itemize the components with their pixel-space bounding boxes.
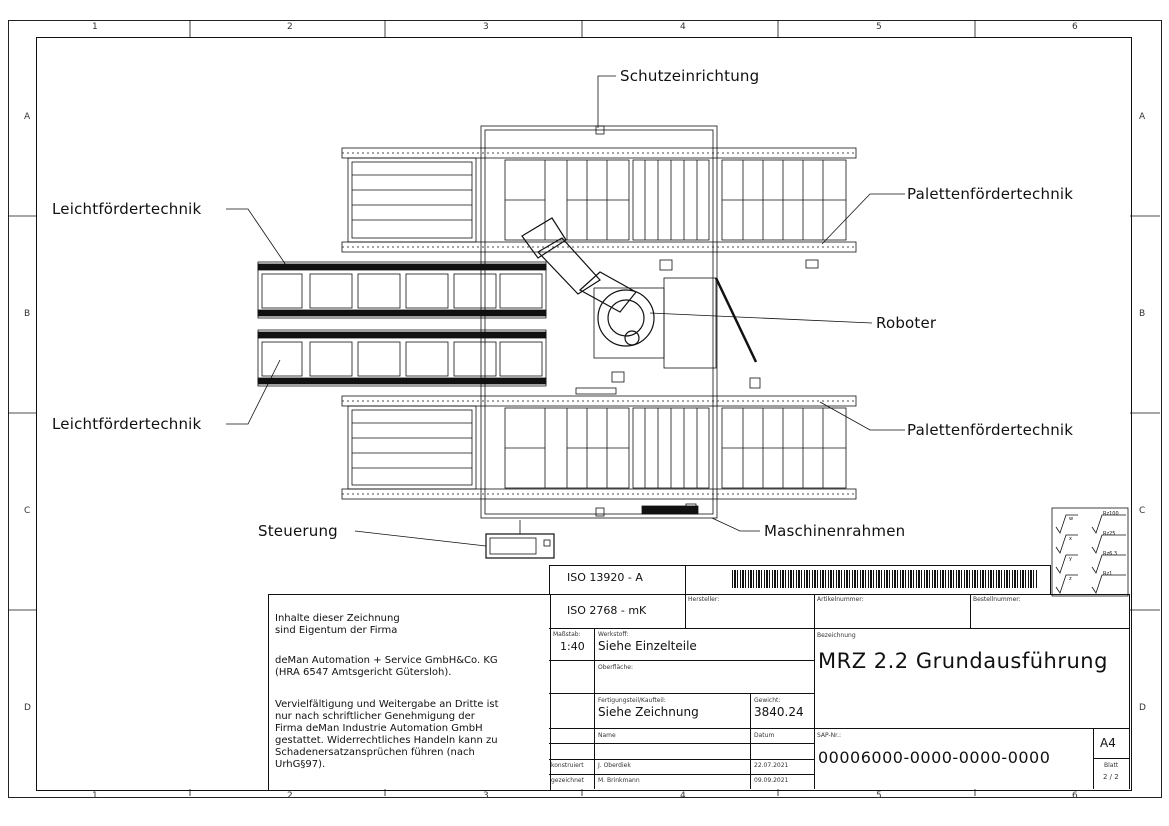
hersteller-label: Hersteller:: [688, 596, 720, 603]
massstab-label: Maßstab:: [553, 631, 581, 638]
label-light-conveyor-bottom: Leichtfördertechnik: [52, 415, 202, 433]
gezeichnet-name: M. Brinkmann: [598, 777, 640, 784]
bestellnummer-label: Bestellnummer:: [973, 596, 1021, 603]
surface-value-z: Rz1: [1103, 571, 1113, 577]
oberflaeche-label: Oberfläche:: [598, 664, 633, 671]
zone-col-3-bottom: 3: [483, 791, 489, 801]
label-control: Steuerung: [258, 522, 338, 540]
surface-symbol-w: w: [1069, 516, 1074, 522]
zone-row-b-left: B: [24, 309, 31, 319]
bezeichnung-label: Bezeichnung: [817, 632, 856, 639]
label-pallet-conveyor-top: Palettenfördertechnik: [907, 185, 1074, 203]
label-machine-frame: Maschinenrahmen: [764, 522, 906, 540]
blatt-value: 2 / 2: [1103, 773, 1119, 781]
massstab-value: 1:40: [560, 640, 585, 653]
iso-13920-tolerance: ISO 13920 - A: [567, 571, 643, 584]
drawing-frame: [8, 20, 1162, 798]
surface-symbol-x: x: [1069, 536, 1072, 542]
zone-row-d-left: D: [24, 703, 31, 713]
format-size: A4: [1100, 736, 1116, 750]
label-schutzeinrichtung: Schutzeinrichtung: [620, 67, 760, 85]
konstruiert-date: 22.07.2021: [754, 762, 789, 769]
surface-symbol-z: z: [1069, 576, 1072, 582]
gewicht-label: Gewicht:: [754, 697, 781, 704]
zone-col-1-top: 1: [92, 22, 98, 32]
zone-col-3-top: 3: [483, 22, 489, 32]
zone-col-4-top: 4: [680, 22, 686, 32]
zone-col-5-top: 5: [876, 22, 882, 32]
title-block-top-row: [549, 565, 1051, 595]
name-column-label: Name: [598, 732, 616, 739]
zone-col-4-bottom: 4: [680, 791, 686, 801]
konstruiert-label: konstruiert: [551, 762, 584, 769]
copyright-line-10: UrhG§97).: [275, 759, 326, 770]
werkstoff-label: Werkstoff:: [598, 631, 629, 638]
gezeichnet-label: gezeichnet: [551, 777, 584, 784]
artikelnummer-label: Artikelnummer:: [817, 596, 864, 603]
copyright-line-8: gestattet. Widerrechtliches Handeln kann…: [275, 735, 498, 746]
zone-col-5-bottom: 5: [876, 791, 882, 801]
surface-roughness-symbols: [1051, 507, 1129, 597]
drawing-title: MRZ 2.2 Grundausführung: [818, 649, 1108, 673]
copyright-line-1: Inhalte dieser Zeichnung: [275, 613, 400, 624]
zone-col-6-bottom: 6: [1072, 791, 1078, 801]
gewicht-value: 3840.24: [754, 705, 804, 719]
copyright-line-7: Firma deMan Industrie Automation GmbH: [275, 723, 483, 734]
label-light-conveyor-top: Leichtfördertechnik: [52, 200, 202, 218]
surface-value-w: Rz100: [1103, 511, 1119, 517]
datum-column-label: Datum: [754, 732, 775, 739]
iso-2768-tolerance: ISO 2768 - mK: [567, 604, 647, 617]
sap-number: 00006000-0000-0000-0000: [818, 748, 1051, 767]
fertigungsteil-value: Siehe Zeichnung: [598, 705, 699, 719]
zone-row-a-right: A: [1139, 112, 1146, 122]
surface-value-x: Rz25: [1103, 531, 1116, 537]
blatt-label: Blatt: [1104, 762, 1119, 769]
copyright-line-3: deMan Automation + Service GmbH&Co. KG: [275, 655, 498, 666]
label-pallet-conveyor-bottom: Palettenfördertechnik: [907, 421, 1074, 439]
surface-symbol-y: y: [1069, 556, 1072, 562]
zone-col-2-bottom: 2: [287, 791, 293, 801]
surface-value-y: Rz6.3: [1103, 551, 1118, 557]
zone-col-2-top: 2: [287, 22, 293, 32]
zone-col-6-top: 6: [1072, 22, 1078, 32]
sap-label: SAP-Nr.:: [817, 732, 842, 739]
fertigungsteil-label: Fertigungsteil/Kaufteil:: [598, 697, 666, 704]
zone-row-a-left: A: [24, 112, 31, 122]
copyright-line-9: Schadenersatzansprüchen führen (nach: [275, 747, 475, 758]
copyright-line-6: nur nach schriftlicher Genehmigung der: [275, 711, 475, 722]
copyright-box: [268, 594, 551, 790]
zone-row-c-left: C: [24, 506, 31, 516]
werkstoff-value: Siehe Einzelteile: [598, 639, 697, 653]
zone-row-c-right: C: [1139, 506, 1146, 516]
zone-col-1-bottom: 1: [92, 791, 98, 801]
zone-row-b-right: B: [1139, 309, 1146, 319]
copyright-line-4: (HRA 6547 Amtsgericht Gütersloh).: [275, 667, 452, 678]
zone-row-d-right: D: [1139, 703, 1146, 713]
gezeichnet-date: 09.09.2021: [754, 777, 789, 784]
drawing-inner-border: [36, 37, 1132, 791]
copyright-line-2: sind Eigentum der Firma: [275, 625, 398, 636]
label-robot: Roboter: [876, 314, 937, 332]
copyright-line-5: Vervielfältigung und Weitergabe an Dritt…: [275, 699, 499, 710]
konstruiert-name: J. Oberdiek: [598, 762, 631, 769]
barcode: [732, 570, 1038, 588]
